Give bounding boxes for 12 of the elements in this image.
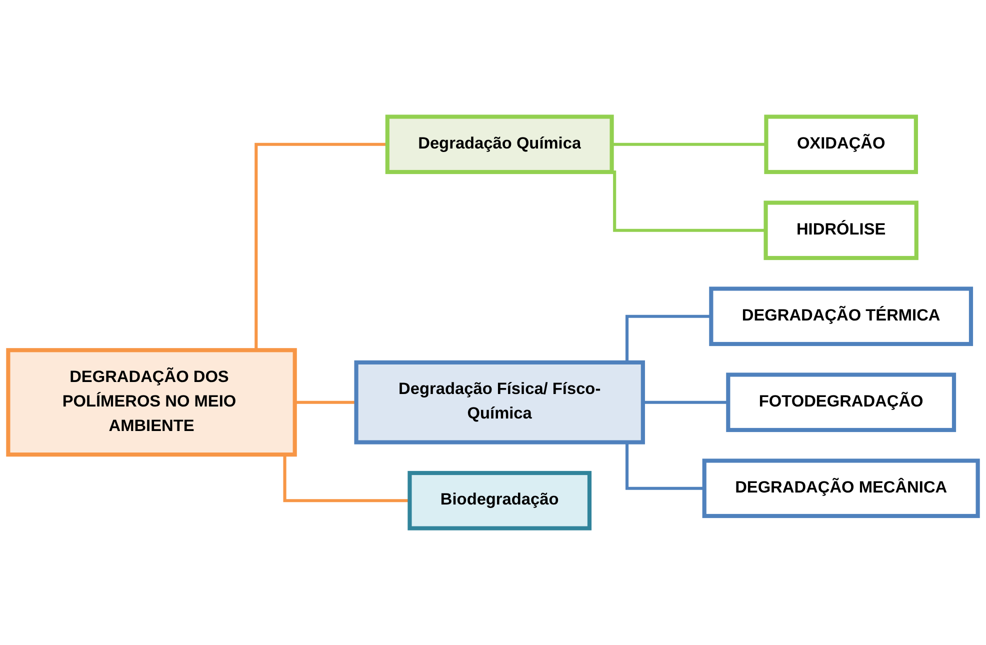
node-box: HIDRÓLISE: [764, 200, 918, 260]
node-box: DEGRADAÇÃO TÉRMICA: [709, 286, 974, 346]
node-box: Biodegradação: [408, 470, 592, 530]
node-box: Degradação Química: [385, 114, 614, 174]
node-box: Degradação Física/ Físco-Química: [354, 360, 645, 444]
node-box: DEGRADAÇÃO MECÂNICA: [702, 458, 980, 518]
connector: [642, 400, 728, 404]
node-box: OXIDAÇÃO: [764, 114, 918, 174]
node-box: DEGRADAÇÃO DOS POLÍMEROS NO MEIO AMBIENTE: [6, 348, 297, 457]
connector: [612, 142, 766, 146]
connector: [294, 400, 356, 404]
node-box: FOTODEGRADAÇÃO: [726, 372, 956, 432]
